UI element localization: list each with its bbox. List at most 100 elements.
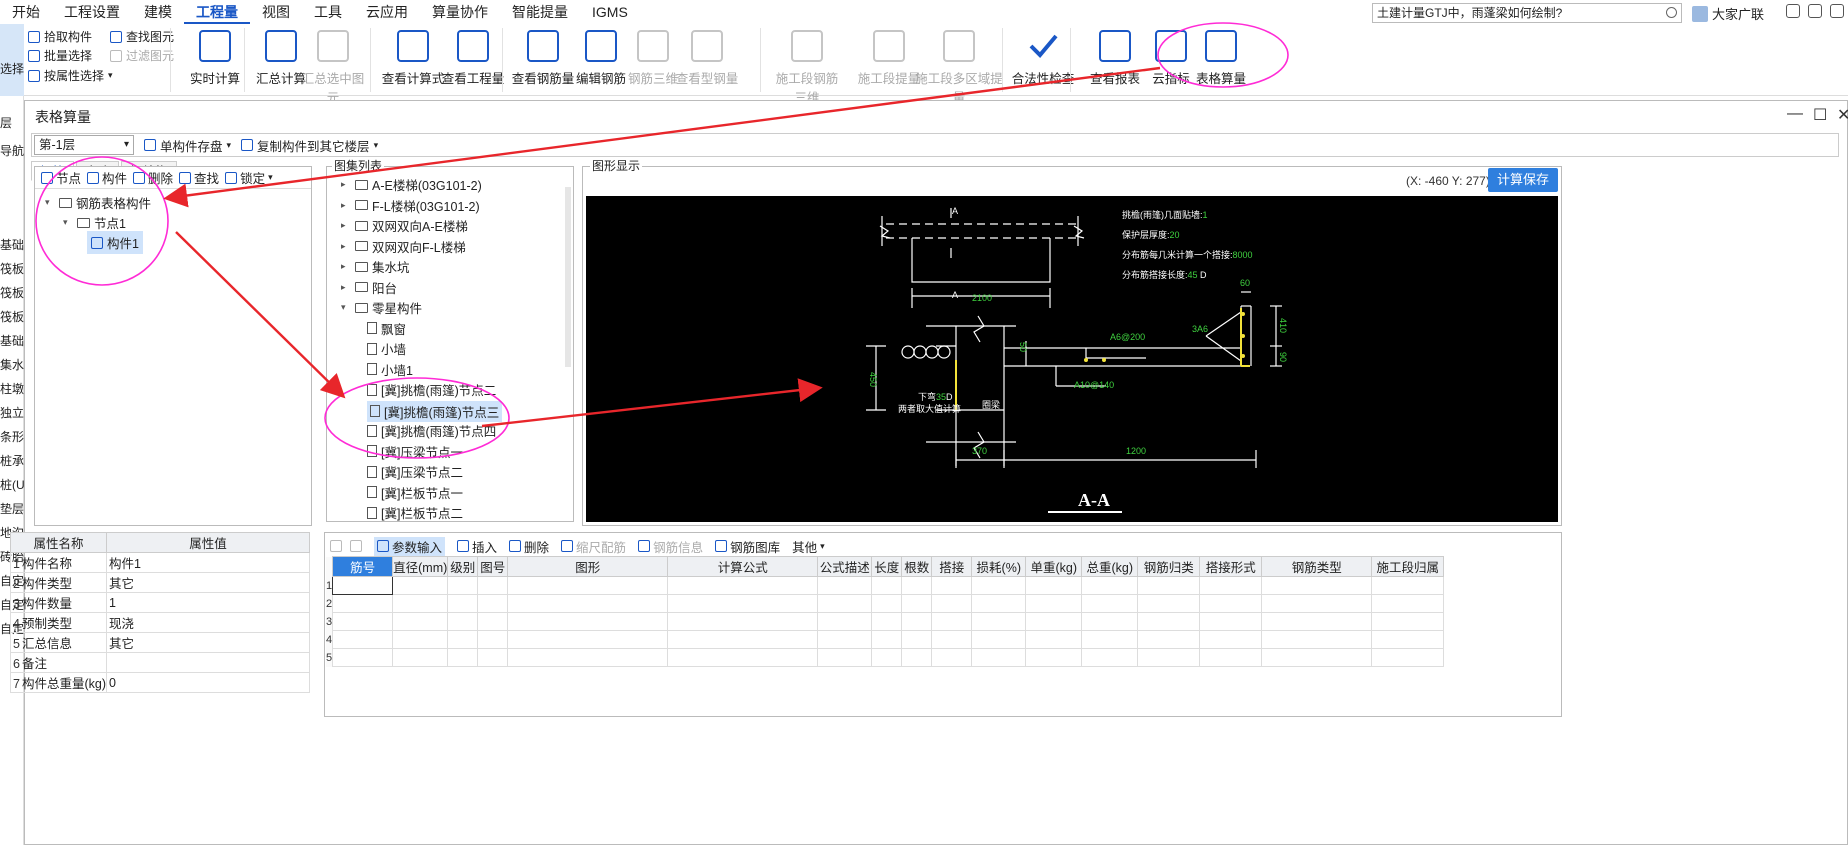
tree-node-node1[interactable]: ▾节点1	[63, 213, 126, 232]
left-strip-item-2[interactable]: 筏板	[0, 262, 24, 276]
grid-cell[interactable]	[901, 594, 933, 613]
dim-450[interactable]: 450	[868, 372, 878, 388]
param-value-3[interactable]: 8000	[1232, 250, 1253, 260]
grid-cell[interactable]	[871, 576, 903, 595]
grid-cell[interactable]	[1261, 612, 1373, 631]
grid-cell[interactable]	[332, 630, 394, 649]
grid-cell[interactable]	[871, 648, 903, 667]
grid-cell[interactable]	[477, 576, 509, 595]
menu-item-1[interactable]: 工程设置	[64, 4, 120, 20]
dim-90[interactable]: 90	[1278, 352, 1288, 363]
catalog-item[interactable]: ▸F-L楼梯(03G101-2)	[341, 196, 480, 215]
grid-cell[interactable]	[817, 630, 873, 649]
grid-cell[interactable]	[1137, 612, 1201, 631]
catalog-item[interactable]: [冀]挑檐(雨篷)节点三	[367, 400, 503, 422]
grid-cell[interactable]	[667, 594, 819, 613]
menu-item-9[interactable]: IGMS	[592, 4, 628, 20]
property-value[interactable]: 现浇	[105, 612, 311, 633]
headset-icon[interactable]	[1786, 4, 1800, 18]
grid-cell[interactable]	[332, 612, 394, 631]
more-icon[interactable]	[1830, 4, 1844, 18]
menu-item-6[interactable]: 云应用	[366, 4, 408, 20]
left-strip-layer[interactable]: 层	[0, 116, 13, 130]
grid-cell[interactable]	[332, 648, 394, 667]
grid-cell[interactable]	[817, 594, 873, 613]
stage-rebar-3d-button[interactable]: 施工段钢筋三维	[770, 28, 844, 105]
message-icon[interactable]	[1808, 4, 1822, 18]
dim-60[interactable]: 60	[1240, 278, 1251, 288]
grid-cell[interactable]	[507, 612, 669, 631]
left-strip-item-3[interactable]: 筏板	[0, 286, 24, 300]
grid-cell[interactable]	[332, 594, 394, 613]
view-quantity-button[interactable]: 查看工程量	[438, 28, 508, 92]
grid-cell[interactable]	[1199, 576, 1263, 595]
calc-save-button[interactable]: 计算保存	[1488, 168, 1558, 192]
grid-cell[interactable]	[392, 612, 449, 631]
realtime-calc-button[interactable]: 实时计算	[180, 28, 250, 92]
move-up-icon[interactable]	[330, 540, 342, 552]
catalog-item[interactable]: ▸双网双向F-L楼梯	[341, 237, 466, 256]
tree-node-element1[interactable]: 构件1	[87, 231, 143, 254]
catalog-item[interactable]: [冀]压梁节点二	[367, 462, 463, 481]
grid-cell[interactable]	[392, 648, 449, 667]
expand-right-icon[interactable]: ▸	[341, 199, 346, 210]
left-strip-item-1[interactable]: 基础	[0, 238, 24, 252]
grid-cell[interactable]	[1199, 594, 1263, 613]
left-strip-item-0[interactable]: 导航	[0, 144, 24, 158]
grid-cell[interactable]	[1261, 648, 1373, 667]
grid-cell[interactable]	[1371, 630, 1445, 649]
grid-cell[interactable]	[667, 612, 819, 631]
catalog-scrollbar[interactable]	[565, 187, 571, 367]
grid-tool-0[interactable]: 参数输入	[374, 536, 446, 556]
expand-right-icon[interactable]: ▸	[341, 179, 346, 189]
grid-cell[interactable]	[1371, 576, 1445, 595]
grid-cell[interactable]	[1025, 576, 1083, 595]
grid-cell[interactable]	[901, 612, 933, 631]
grid-cell[interactable]	[931, 648, 973, 667]
select-by-attr-button[interactable]: 按属性选择▾	[28, 67, 113, 84]
save-element-button[interactable]: 单构件存盘▾	[144, 136, 231, 155]
grid-cell[interactable]	[507, 576, 669, 595]
grid-cell[interactable]	[971, 576, 1027, 595]
left-strip-item-8[interactable]: 独立	[0, 406, 24, 420]
move-down-icon[interactable]	[350, 540, 362, 552]
grid-cell[interactable]	[1137, 594, 1201, 613]
param-value-2[interactable]: 20	[1169, 230, 1180, 240]
copy-to-floor-button[interactable]: 复制构件到其它楼层▾	[241, 136, 378, 155]
catalog-item[interactable]: [冀]挑檐(雨篷)节点四	[367, 421, 496, 440]
menu-item-0[interactable]: 开始	[12, 4, 40, 20]
left-strip-item-11[interactable]: 桩(U	[0, 478, 24, 492]
check-button[interactable]: 合法性检查	[1008, 28, 1078, 92]
catalog-item[interactable]: [冀]栏板节点一	[367, 483, 463, 502]
grid-cell[interactable]	[477, 594, 509, 613]
catalog-item[interactable]: ▾零星构件	[341, 298, 422, 317]
left-strip-item-10[interactable]: 桩承	[0, 454, 24, 468]
menu-item-7[interactable]: 算量协作	[432, 4, 488, 20]
grid-cell[interactable]	[667, 648, 819, 667]
grid-cell[interactable]	[507, 648, 669, 667]
catalog-item[interactable]: ▸A-E楼梯(03G101-2)	[341, 175, 482, 194]
property-value[interactable]: 1	[105, 592, 311, 613]
grid-cell[interactable]	[507, 630, 669, 649]
grid-tool-5[interactable]: 钢筋图库	[715, 537, 780, 556]
catalog-item[interactable]: ▸集水坑	[341, 257, 410, 276]
floor-select[interactable]: 第-1层	[34, 135, 134, 155]
rebar-a10-140[interactable]: A10@140	[1074, 380, 1115, 390]
select-tool[interactable]: 选择	[0, 24, 24, 96]
left-strip-item-5[interactable]: 基础	[0, 334, 24, 348]
grid-tool-6[interactable]: 其他▾	[792, 537, 825, 556]
grid-cell[interactable]	[392, 576, 449, 595]
grid-cell[interactable]	[332, 576, 394, 595]
grid-cell[interactable]	[1371, 594, 1445, 613]
grid-cell[interactable]	[1199, 612, 1263, 631]
grid-cell[interactable]	[871, 630, 903, 649]
property-value[interactable]: 构件1	[105, 552, 311, 573]
catalog-item[interactable]: [冀]栏板节点二	[367, 503, 463, 521]
minimize-icon[interactable]: —	[1787, 105, 1803, 122]
add-element-button[interactable]: 构件	[87, 168, 127, 187]
grid-cell[interactable]	[901, 630, 933, 649]
table-calc-button[interactable]: 表格算量	[1186, 28, 1256, 92]
grid-cell[interactable]	[931, 594, 973, 613]
expand-down-icon[interactable]: ▾	[341, 302, 346, 312]
grid-cell[interactable]	[871, 612, 903, 631]
